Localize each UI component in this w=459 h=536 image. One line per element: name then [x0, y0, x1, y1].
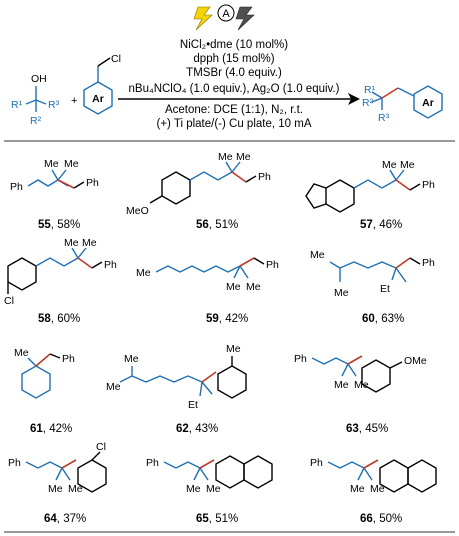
label-57-me2: Me — [400, 159, 415, 171]
label-64-me1: Me — [48, 483, 63, 495]
label-65-ph: Ph — [146, 457, 159, 469]
prod-r2: R² — [362, 97, 374, 109]
label-60-me1: Me — [310, 249, 325, 261]
label-56-ph: Ph — [258, 171, 271, 183]
caption-65: 65, 51% — [196, 513, 238, 525]
label-64-ph: Ph — [8, 457, 21, 469]
label-60-et: Et — [380, 283, 390, 295]
label-60-ph: Ph — [422, 257, 435, 269]
compound-65: Ph Me Me — [146, 455, 273, 495]
label-64-me2: Me — [68, 483, 83, 495]
label-62-me1: Me — [124, 353, 139, 365]
label-66-me2: Me — [370, 483, 385, 495]
compound-62: Me Me Et Me — [106, 343, 247, 411]
label-61-ph: Ph — [62, 353, 75, 365]
condition-line-5: Acetone: DCE (1:1), N₂, r.t. — [165, 104, 303, 116]
compound-56: MeO Me Me Ph — [126, 151, 271, 217]
label-59-me3: Me — [246, 281, 261, 293]
label-55-me1: Me — [44, 158, 59, 170]
label-58-me2: Me — [82, 237, 97, 249]
compound-66: Ph Me Me — [310, 457, 437, 495]
label-59-me1: Me — [136, 267, 151, 279]
compound-55: Ph Me Me Ph — [10, 158, 99, 193]
label-63-me1: Me — [334, 379, 349, 391]
r1-label: R¹ — [11, 99, 23, 111]
compound-60: Me Me Et Ph — [310, 249, 435, 299]
photo-label: A — [222, 8, 230, 20]
label-62-et: Et — [188, 399, 198, 411]
prod-r3: R³ — [378, 112, 390, 124]
caption-63: 63, 45% — [346, 423, 388, 435]
cl-label: Cl — [111, 53, 121, 65]
label-56-meo: MeO — [126, 205, 149, 217]
label-59-me2: Me — [226, 281, 241, 293]
compound-63: Ph Me Me OMe — [294, 353, 427, 393]
label-65-me2: Me — [206, 483, 221, 495]
label-65-me1: Me — [186, 483, 201, 495]
label-66-me1: Me — [350, 483, 365, 495]
label-58-ph: Ph — [104, 259, 117, 271]
compound-61: Me Ph — [14, 347, 75, 399]
caption-61: 61, 42% — [30, 423, 72, 435]
r2-label: R² — [30, 115, 42, 127]
caption-57: 57, 46% — [360, 219, 402, 231]
condition-line-2: dpph (15 mol%) — [193, 53, 274, 65]
label-55-ph1: Ph — [10, 181, 23, 193]
oh-label: OH — [31, 73, 47, 85]
circle-a-icon: A — [217, 4, 235, 22]
label-55-ph2: Ph — [86, 177, 99, 189]
caption-58: 58, 60% — [38, 313, 80, 325]
caption-59: 59, 42% — [206, 313, 248, 325]
label-57-ph: Ph — [422, 179, 435, 191]
label-59-ph: Ph — [266, 259, 279, 271]
compound-59: Me Me Me Ph — [136, 257, 279, 293]
label-55-me2: Me — [64, 158, 79, 170]
r3-label: R³ — [48, 99, 60, 111]
label-62-me3: Me — [226, 343, 241, 355]
label-66-ph: Ph — [310, 457, 323, 469]
condition-line-1: NiCl₂•dme (10 mol%) — [180, 39, 288, 51]
reaction-arrow — [118, 93, 360, 105]
prod-ar: Ar — [422, 97, 434, 109]
condition-line-3: TMSBr (4.0 equiv.) — [186, 67, 282, 79]
caption-60: 60, 63% — [362, 313, 404, 325]
label-60-me2: Me — [334, 287, 349, 299]
compound-58: Cl Me Me Ph — [4, 237, 117, 307]
lightning-icon — [193, 6, 213, 31]
condition-line-4: nBu₄NClO₄ (1.0 equiv.), Ag₂O (1.0 equiv.… — [129, 83, 340, 95]
prod-r1: R¹ — [364, 84, 376, 96]
label-63-ph: Ph — [294, 353, 307, 365]
compound-57: Me Me Ph — [305, 159, 435, 213]
plus-sign: + — [71, 95, 77, 107]
label-62-me2: Me — [106, 381, 121, 393]
label-56-me2: Me — [236, 151, 251, 163]
benzyl-chloride-reactant: Cl Ar — [83, 53, 121, 115]
caption-56: 56, 51% — [196, 219, 238, 231]
ar-label: Ar — [92, 93, 104, 105]
caption-55: 55, 58% — [38, 219, 80, 231]
compound-64: Ph Me Me Cl — [8, 441, 107, 495]
caption-66: 66, 50% — [360, 513, 402, 525]
alcohol-reactant: OH R¹ R³ R² — [11, 73, 60, 127]
label-56-me1: Me — [218, 151, 233, 163]
label-58-me1: Me — [64, 237, 79, 249]
generic-product: R¹ R² R³ Ar — [362, 84, 443, 124]
label-64-cl: Cl — [96, 441, 106, 453]
caption-64: 64, 37% — [44, 513, 86, 525]
label-61-me: Me — [14, 347, 29, 359]
label-57-me1: Me — [382, 159, 397, 171]
lightning-dark-icon — [235, 6, 255, 31]
label-63-me2: Me — [354, 379, 369, 391]
condition-line-6: (+) Ti plate/(-) Cu plate, 10 mA — [157, 118, 312, 130]
caption-62: 62, 43% — [176, 423, 218, 435]
label-63-ome: OMe — [404, 355, 427, 367]
label-58-cl: Cl — [4, 295, 14, 307]
